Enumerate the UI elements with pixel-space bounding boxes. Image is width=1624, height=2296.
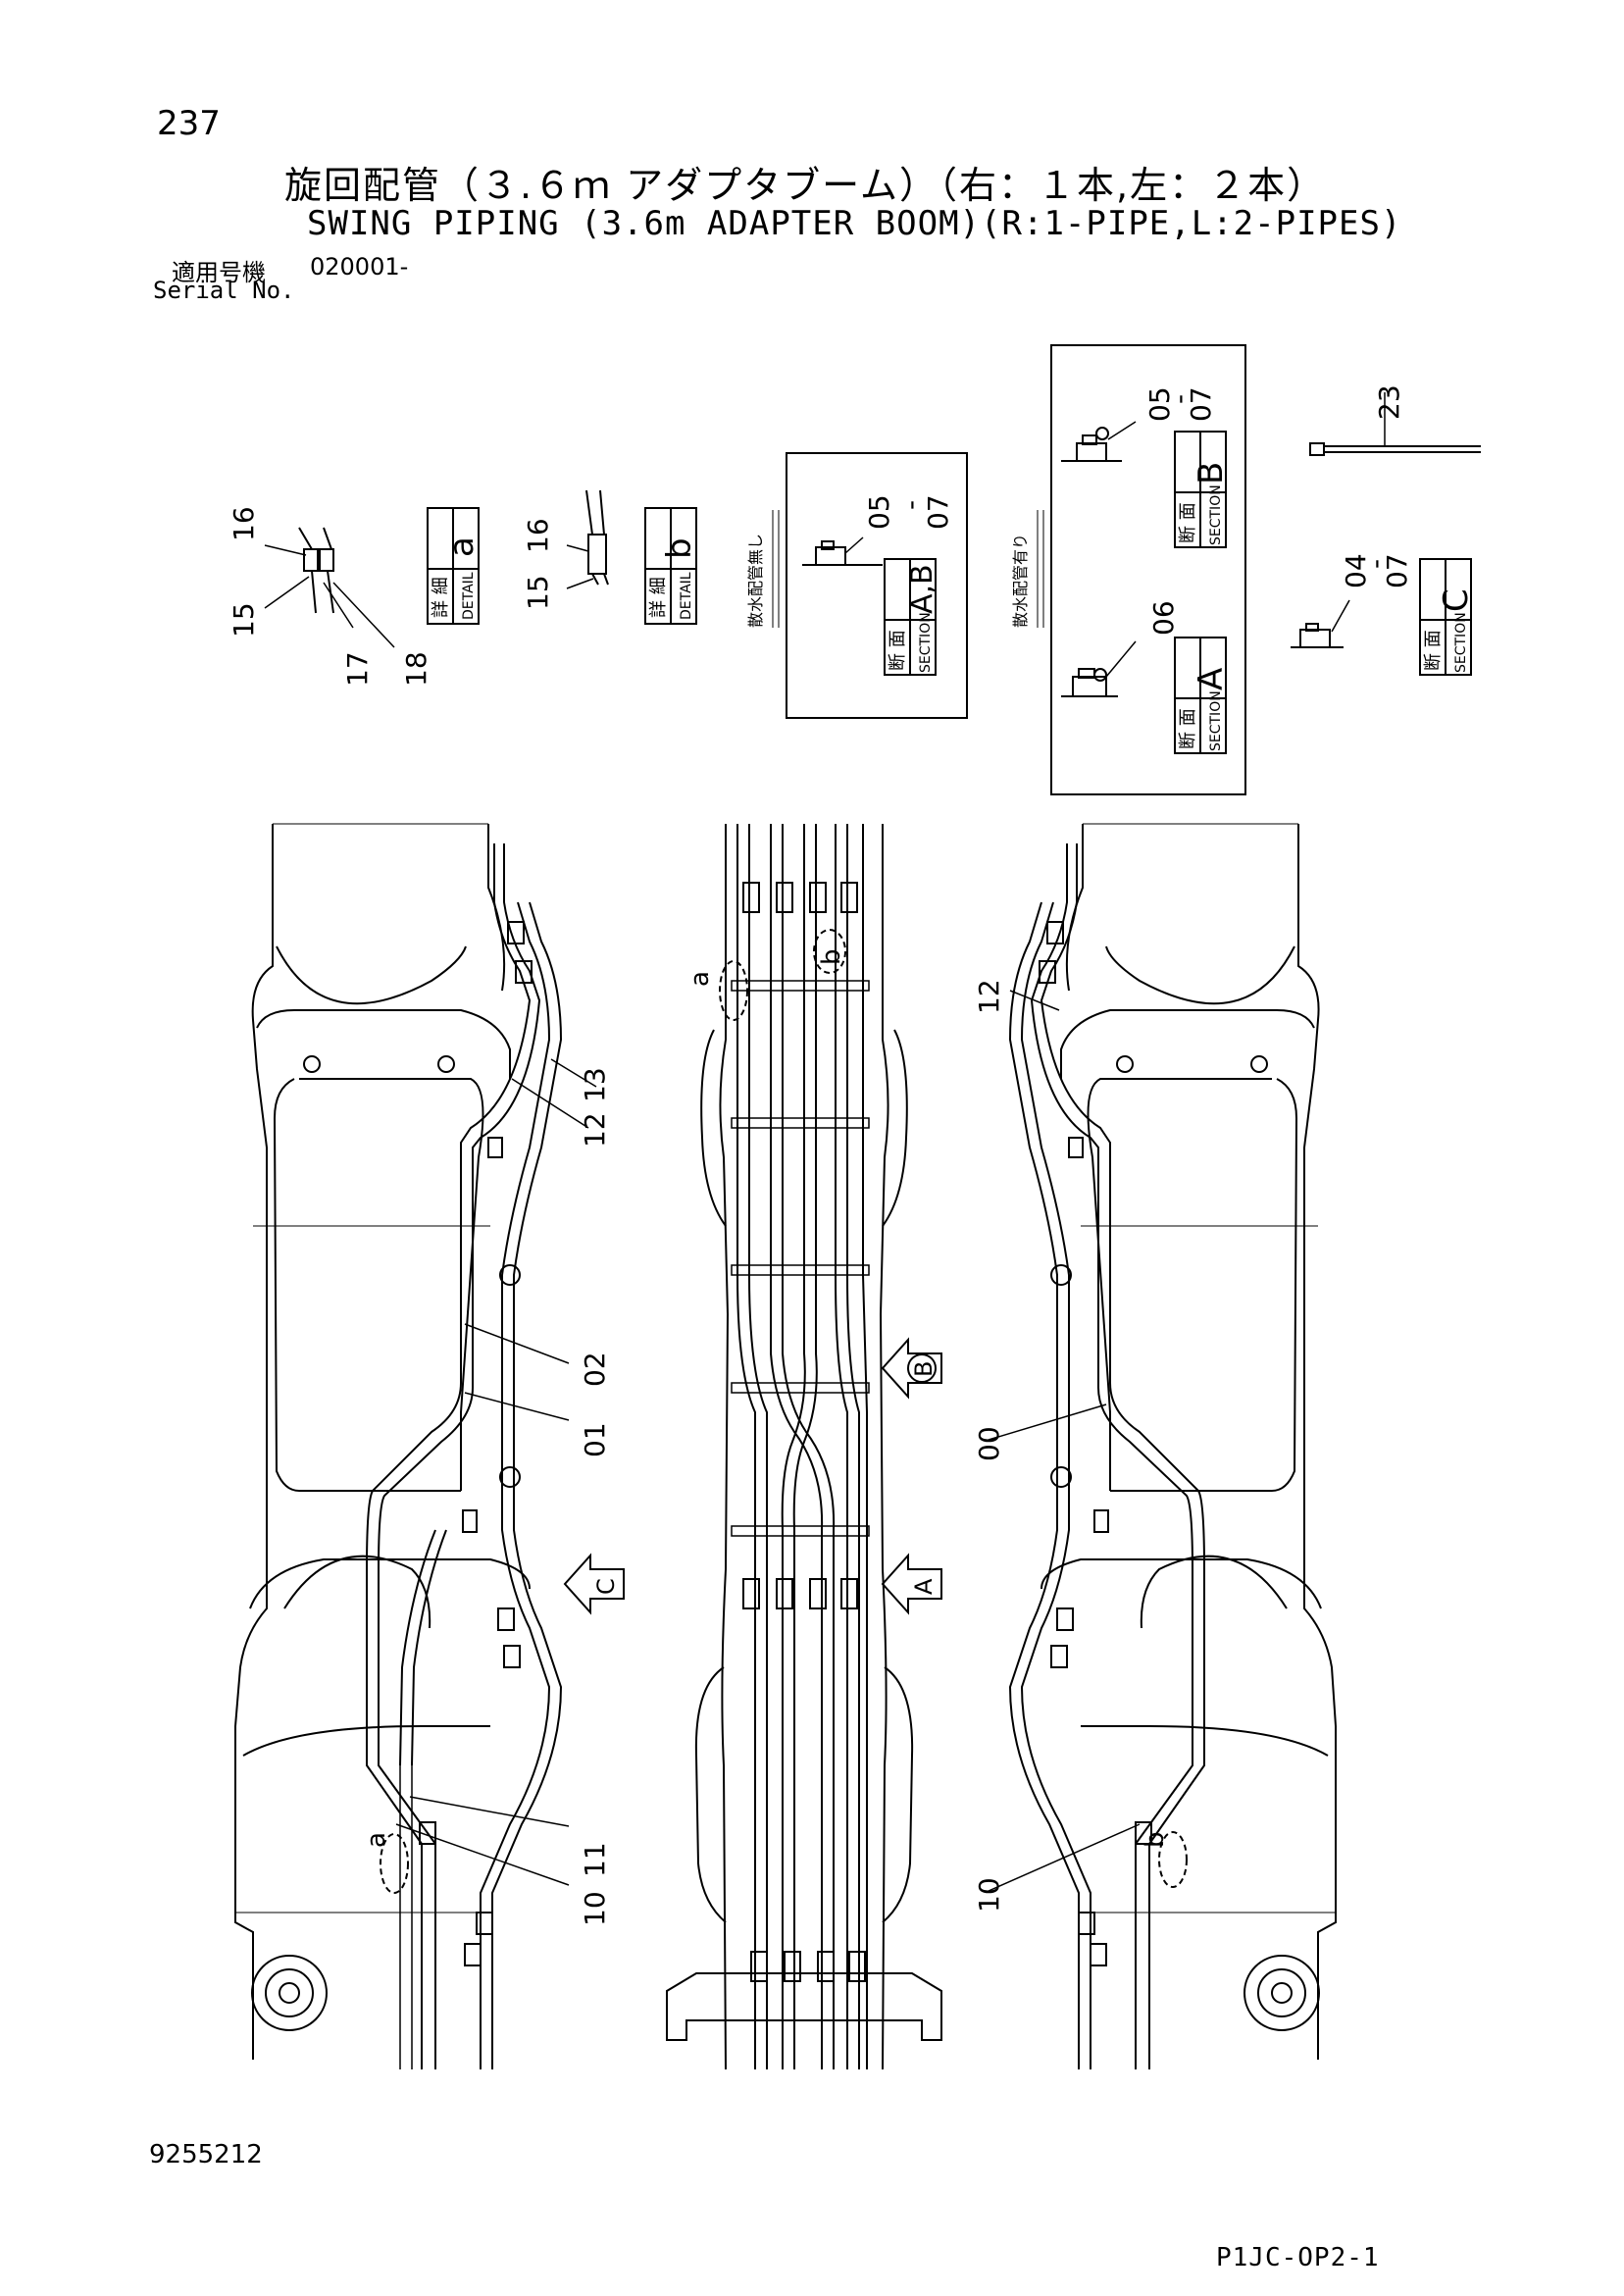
center-boom-view (666, 824, 942, 2070)
section-arrow-b: B (881, 1337, 942, 1400)
section-wet-box: 散水配管有り 05 - 07 断 面 SECTION B 06 断 面 SECT… (1011, 344, 1246, 795)
section-c-part-bottom: 07 (1381, 553, 1413, 588)
detail-a-label-en: DETAIL (461, 572, 477, 620)
section-c-label-en: SECTION (1453, 612, 1469, 673)
section-ab-part-top: 05 (863, 494, 895, 530)
right-boom-view (988, 823, 1337, 2069)
detail-b-part-15: 15 (522, 575, 554, 610)
left-callout-10: 10 (579, 1891, 611, 1926)
page-title-jp: 旋回配管（３.６ｍ アダプタブーム）（右：１本,左：２本） (284, 164, 1327, 207)
right-detail-marker-b: b (1141, 1831, 1170, 1848)
section-c-label-jp: 断 面 (1423, 630, 1444, 671)
page-title-en: SWING PIPING (3.6m ADAPTER BOOM)(R:1-PIP… (307, 204, 1402, 243)
part-23-clamp: 23 (1309, 384, 1481, 456)
left-callout-13: 13 (579, 1067, 611, 1102)
section-wet-note-jp: 散水配管有り (1011, 534, 1030, 628)
section-arrow-b-letter: B (910, 1361, 938, 1377)
section-ab-part-bottom: 07 (922, 494, 954, 530)
right-callout-00: 00 (973, 1426, 1005, 1461)
section-ab-note-jp: 散水配管無し (746, 534, 765, 628)
left-detail-marker-a: a (362, 1832, 391, 1848)
section-ab-label-jp: 断 面 (888, 630, 908, 671)
section-wet-part-b-bottom: 07 (1185, 386, 1217, 422)
section-c-part-dash: - (1359, 559, 1392, 569)
part-23-label: 23 (1373, 384, 1405, 420)
section-wet-part-b-dash: - (1163, 394, 1195, 404)
section-ab-box: 散水配管無し 05 - 07 断 面 SECTION A,B (746, 452, 968, 719)
section-wet-a-label-jp: 断 面 (1178, 708, 1198, 749)
section-wet-part-a: 06 (1147, 600, 1180, 636)
detail-b-label-en: DETAIL (679, 572, 694, 620)
detail-a-part-16: 16 (228, 506, 260, 541)
section-wet-b-label-en: SECTION (1208, 485, 1224, 545)
section-wet-part-b-top: 05 (1143, 386, 1176, 422)
section-ab-label-en: SECTION (918, 612, 934, 673)
section-c-letter: C (1437, 588, 1476, 612)
section-arrow-c: C (563, 1553, 625, 1615)
serial-label: Serial No. (153, 277, 295, 304)
center-detail-marker-b: b (817, 948, 846, 965)
detail-a-label-jp: 詳 細 (431, 577, 451, 618)
detail-a-part-17: 17 (341, 651, 374, 687)
applicability-value: 020001- (310, 253, 409, 281)
section-c: 04 - 07 断 面 SECTION C (1291, 553, 1476, 676)
applicability-label: 適用号機 (172, 259, 266, 286)
section-arrow-a: A (881, 1553, 942, 1615)
left-callout-02: 02 (579, 1352, 611, 1387)
left-callout-01: 01 (579, 1422, 611, 1457)
section-wet-b-label-jp: 断 面 (1178, 502, 1198, 543)
right-callout-12: 12 (973, 979, 1005, 1014)
section-arrow-c-letter: C (592, 1578, 620, 1595)
section-arrow-a-letter: A (910, 1578, 938, 1595)
detail-a-part-18: 18 (400, 651, 432, 687)
left-callout-11: 11 (579, 1842, 611, 1877)
detail-a-part-15: 15 (228, 602, 260, 638)
detail-a: 16 15 17 18 詳 細 DETAIL a (228, 506, 482, 687)
right-callout-10: 10 (973, 1877, 1005, 1913)
detail-b-part-16: 16 (522, 518, 554, 553)
left-callout-12: 12 (579, 1112, 611, 1148)
detail-a-letter: a (442, 536, 482, 557)
document-code: 9255212 (149, 2140, 263, 2169)
section-c-part-top: 04 (1340, 553, 1372, 588)
detail-b-label-jp: 詳 細 (648, 577, 669, 618)
left-boom-view (234, 823, 597, 2069)
center-detail-marker-a: a (685, 971, 715, 987)
page-code: P1JC-OP2-1 (1216, 2243, 1380, 2272)
detail-b-letter: b (660, 537, 699, 559)
section-ab-part-dash: - (894, 500, 927, 510)
detail-b: 16 15 詳 細 DETAIL b (522, 489, 699, 625)
section-wet-a-label-en: SECTION (1208, 690, 1224, 751)
page-number: 237 (157, 104, 221, 143)
section-wet-letter-b: B (1192, 462, 1231, 485)
section-ab-letter: A,B (905, 564, 939, 614)
section-wet-letter-a: A (1192, 668, 1231, 690)
